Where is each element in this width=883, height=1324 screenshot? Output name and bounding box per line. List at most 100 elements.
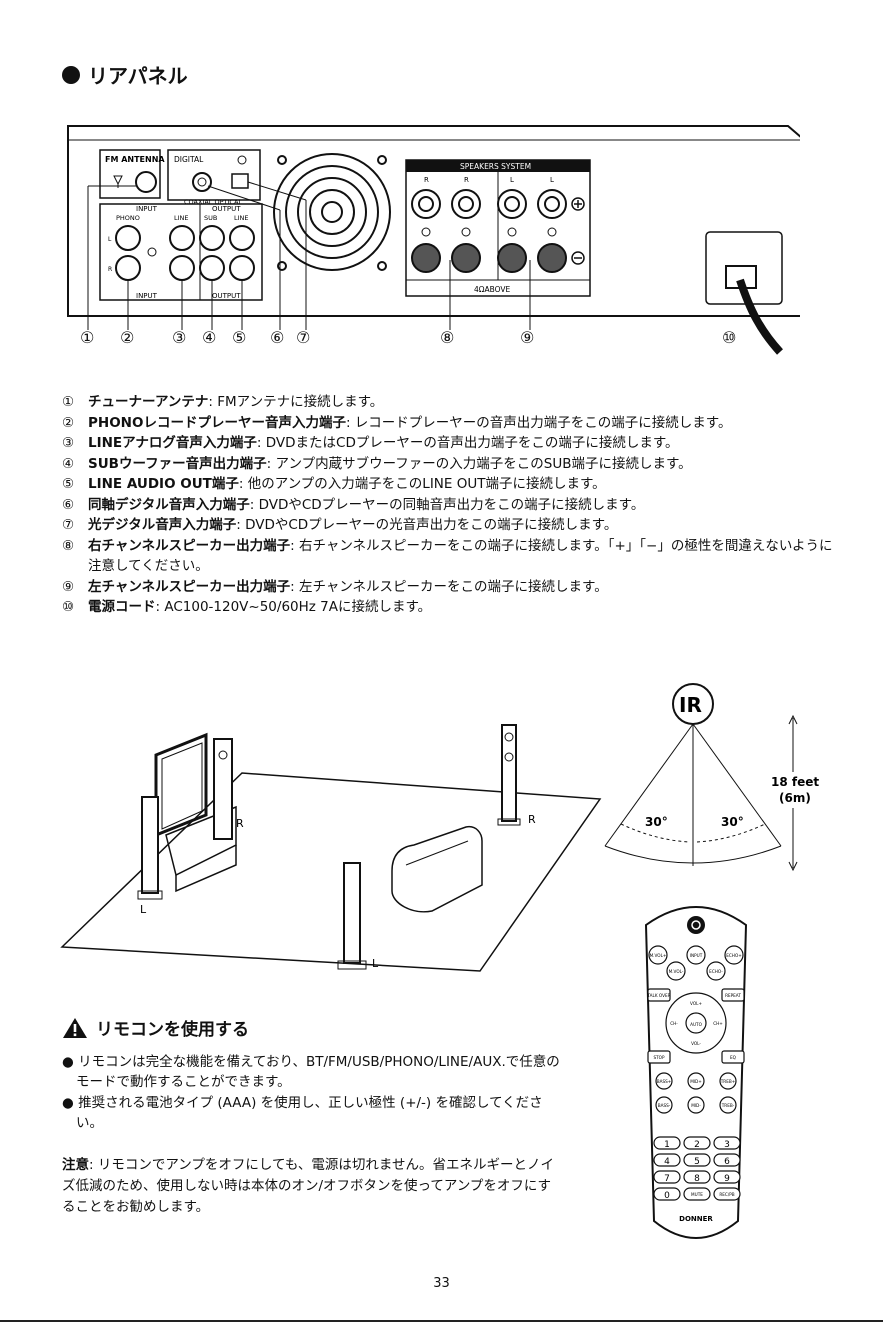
- callout-5: ⑤: [232, 328, 247, 347]
- digit-0: 0: [664, 1191, 670, 1201]
- ir-distance-m: (6m): [779, 791, 811, 805]
- spk-r1-label: R: [424, 176, 429, 184]
- mid-minus-button[interactable]: [687, 1096, 705, 1114]
- callout-9: ⑨: [520, 328, 535, 347]
- ohm-label: 4ΩABOVE: [474, 285, 511, 294]
- line-in-label: LINE: [174, 214, 189, 222]
- legend-desc: : アンプ内蔵サブウーファーの入力端子をこのSUB端子に接続します。: [266, 455, 692, 472]
- legend-num: ③: [62, 435, 75, 451]
- echo-minus-label: ECHO-: [709, 969, 723, 974]
- digit-1-button[interactable]: [653, 1136, 681, 1150]
- treb-plus-button[interactable]: [719, 1072, 737, 1090]
- digit-2-button[interactable]: [683, 1136, 711, 1150]
- digit-8-button[interactable]: [683, 1170, 711, 1184]
- repeat-label: REPEAT: [725, 993, 741, 998]
- legend-num: ⑧: [62, 537, 75, 554]
- ir-label: IR: [679, 693, 702, 717]
- callout-1: ①: [80, 328, 95, 347]
- legend-term: SUBウーファー音声出力端子: [88, 455, 267, 472]
- callout-7: ⑦: [296, 328, 311, 347]
- legend-num: ④: [62, 455, 75, 472]
- footer-divider: [0, 1320, 883, 1322]
- mvol-minus-label: M.VOL-: [669, 969, 684, 974]
- sub-label: SUB: [204, 214, 217, 222]
- digit-2: 2: [694, 1140, 700, 1150]
- input-button[interactable]: [686, 945, 706, 965]
- note-paragraph: 注意: リモコンでアンプをオフにしても、電源は切れません。省エネルギーとノイズ低…: [62, 1155, 562, 1218]
- stop-button[interactable]: [647, 1050, 671, 1064]
- bass-minus-button[interactable]: [655, 1096, 673, 1114]
- rear-panel-diagram: FM ANTENNA DIGITAL COAXIAL OPTICAL INPUT…: [67, 125, 800, 355]
- warning-triangle-icon: [63, 1017, 87, 1038]
- mvol-minus-button[interactable]: [666, 961, 686, 981]
- ch-r-label: R: [108, 266, 112, 273]
- digit-0-button[interactable]: [653, 1187, 681, 1201]
- room-l-back: L: [372, 957, 379, 970]
- digit-4-button[interactable]: [653, 1153, 681, 1167]
- mute-label: MUTE: [691, 1192, 703, 1197]
- digit-9-button[interactable]: [713, 1170, 741, 1184]
- talkover-label: TALK OVER: [646, 993, 670, 998]
- mute-button[interactable]: [683, 1187, 711, 1201]
- ch-minus-label: CH-: [670, 1021, 678, 1026]
- mvol-plus-button[interactable]: [648, 945, 668, 965]
- speakers-system-label: SPEAKERS SYSTEM: [460, 162, 531, 171]
- remote-control: M.VOL+ INPUT ECHO+ M.VOL- ECHO- TALK OVE…: [644, 906, 748, 1239]
- legend-term: 電源コード: [88, 599, 156, 615]
- phono-label: PHONO: [116, 214, 140, 222]
- eq-label: EQ: [730, 1055, 737, 1060]
- power-button[interactable]: [687, 916, 705, 934]
- echo-minus-button[interactable]: [706, 961, 726, 981]
- digit-5-button[interactable]: [683, 1153, 711, 1167]
- ir-angle-left: 30°: [645, 815, 668, 829]
- digit-3-button[interactable]: [713, 1136, 741, 1150]
- spk-r2-label: R: [464, 176, 469, 184]
- auto-button[interactable]: [685, 1012, 707, 1034]
- legend-desc: : レコードプレーヤーの音声出力端子をこの端子に接続します。: [345, 414, 732, 431]
- legend-desc: : 左チャンネルスピーカーをこの端子に接続します。: [290, 578, 608, 595]
- fm-antenna-label: FM ANTENNA: [105, 155, 165, 164]
- digit-6-button[interactable]: [713, 1153, 741, 1167]
- callout-8: ⑧: [440, 328, 455, 347]
- echo-plus-button[interactable]: [724, 945, 744, 965]
- recpb-button[interactable]: [713, 1187, 741, 1201]
- callout-3: ③: [172, 328, 187, 347]
- output-top-label: OUTPUT: [212, 205, 241, 213]
- callout-4: ④: [202, 328, 217, 347]
- callout-2: ②: [120, 328, 135, 347]
- eq-button[interactable]: [721, 1050, 745, 1064]
- mid-plus-button[interactable]: [687, 1072, 705, 1090]
- ir-distance: 18 feet: [771, 775, 819, 789]
- section-title: リアパネル: [62, 60, 188, 89]
- spk-l1-label: L: [510, 176, 514, 184]
- digit-3: 3: [724, 1140, 730, 1150]
- talkover-button[interactable]: [647, 988, 671, 1002]
- legend-term: PHONOレコードプレーヤー音声入力端子: [88, 414, 346, 431]
- digit-9: 9: [724, 1174, 730, 1184]
- legend-item: ④ SUBウーファー音声出力端子: アンプ内蔵サブウーファーの入力端子をこのSUB…: [62, 454, 842, 475]
- digit-5: 5: [694, 1157, 700, 1167]
- legend-num: ⑩: [62, 599, 75, 615]
- vol-plus-label: VOL+: [690, 1001, 702, 1006]
- legend-desc: : AC100-120V~50/60Hz 7Aに接続します。: [155, 599, 432, 615]
- bass-plus-button[interactable]: [655, 1072, 673, 1090]
- digit-7-button[interactable]: [653, 1170, 681, 1184]
- warning-title-text: リモコンを使用する: [96, 1020, 249, 1040]
- legend-desc: : DVDまたはCDプレーヤーの音声出力端子をこの端子に接続します。: [256, 435, 679, 451]
- repeat-button[interactable]: [721, 988, 745, 1002]
- legend-desc: : FMアンテナに接続します。: [208, 394, 384, 410]
- legend-num: ①: [62, 394, 75, 410]
- treb-minus-button[interactable]: [719, 1096, 737, 1114]
- brand-logo: DONNER: [679, 1215, 713, 1223]
- digit-7: 7: [664, 1174, 670, 1184]
- spk-l2-label: L: [550, 176, 554, 184]
- bullet-item: ● リモコンは完全な機能を備えており、BT/FM/USB/PHONO/LINE/…: [62, 1054, 560, 1090]
- legend-desc: : 他のアンプの入力端子をこのLINE OUT端子に接続します。: [238, 476, 606, 492]
- legend-desc: : 右チャンネルスピーカーをこの端子に接続します。「+」「−」の極性を間違えない…: [88, 537, 833, 575]
- callout-10: ⑩: [722, 328, 737, 347]
